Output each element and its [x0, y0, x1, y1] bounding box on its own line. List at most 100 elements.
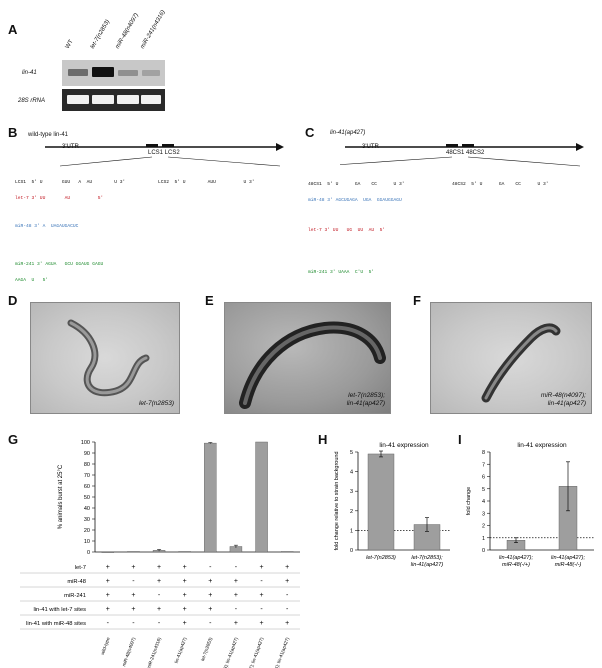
y-tick-label: 1 [482, 536, 485, 542]
panel-label-b: B [8, 125, 18, 140]
panel-label-i: I [458, 432, 462, 447]
bar-g [280, 551, 294, 553]
genotype-row-label: miR-48 [67, 579, 86, 585]
genotype-sign: - [209, 620, 212, 627]
genotype-sign: + [131, 606, 135, 613]
y-tick-label: 6 [482, 475, 485, 481]
genotype-sign: + [285, 564, 289, 571]
genotype-sign: - [235, 606, 238, 613]
genotype-sign: + [183, 620, 187, 627]
mir241-line-b: AAGA U 5' [15, 278, 49, 284]
y-tick-label-g: 40 [84, 506, 90, 512]
genotype-sign: + [285, 620, 289, 627]
genotype-sign: + [260, 592, 264, 599]
gene-label-c: lin-41(ap427) [330, 130, 366, 136]
micrograph-e: let-7(n2853); lin-41(ap427) [224, 302, 391, 414]
caption-e: let-7(n2853); lin-41(ap427) [347, 392, 385, 408]
mir241-line-c: miR-241 3' UAAA C'U 5' [308, 270, 375, 276]
y-tick-label-g: 90 [84, 451, 90, 457]
category-label: miR-48(-/+) [502, 562, 530, 568]
category-label-g: let-7(n2853) [200, 636, 213, 661]
48cs1-mir48-pair: 48CS1 5' U GA CC U 3' miR-48 3' AGCUGAGA… [308, 172, 405, 214]
genotype-sign: + [260, 564, 264, 571]
panel-label-h: H [318, 432, 328, 447]
genotype-sign: + [131, 564, 135, 571]
let7-line-c: let-7 3' UU UG UU AU 5' [308, 228, 386, 234]
y-tick-label-g: 0 [87, 550, 90, 556]
caption-f-line1: miR-48(n4097); [540, 392, 586, 399]
genotype-sign: + [157, 564, 161, 571]
utr-arrow-c [340, 143, 584, 167]
genotype-sign: + [285, 578, 289, 585]
genotype-sign: + [106, 592, 110, 599]
worm-image-e [239, 321, 386, 409]
y-tick-label: 4 [482, 499, 485, 505]
genotype-sign: - [260, 578, 263, 585]
lane-label-2: miR-48(n4097) [114, 12, 141, 50]
category-label: miR-48(-/-) [555, 562, 582, 568]
panel-label-e: E [205, 293, 214, 308]
category-label-g: miR-48(n4097) [121, 636, 136, 667]
genotype-sign: + [234, 620, 238, 627]
category-label-g: lin-41(ap427) [174, 636, 188, 664]
lcs2-line: LCS2 5' U AUU U 3' [158, 180, 255, 186]
48cs2-line: 48CS2 5' U GA CC U 3' [452, 182, 549, 188]
genotype-sign: - [158, 592, 161, 599]
genotype-sign: - [107, 620, 110, 627]
category-label: let-7(n2853) [366, 555, 396, 561]
lane-label-3: miR-241(n4316) [139, 9, 167, 50]
genotype-row-label: let-7 [75, 565, 86, 571]
48cs1-line: 48CS1 5' U GA CC U 3' [308, 182, 405, 188]
category-label-g: miR-241(n4316) [146, 636, 162, 668]
genotype-sign: + [106, 564, 110, 571]
genotype-sign: + [157, 606, 161, 613]
y-tick-label: 1 [350, 528, 353, 534]
caption-f: miR-48(n4097); lin-41(ap427) [541, 392, 586, 408]
y-tick-label-g: 10 [84, 539, 90, 545]
y-axis-label-g: % animals burst at 25°C [58, 464, 64, 529]
category-label-g: miR-48(n4097); lin-41(ap427) [239, 636, 264, 668]
genotype-sign: + [131, 592, 135, 599]
lcs1-line: LCS1 5' U GUU A AU U 3' [15, 180, 126, 186]
northern-blot-lin41 [62, 60, 165, 86]
worm-image-d [67, 319, 150, 397]
y-tick-label-g: 100 [81, 440, 90, 446]
row-label-lin41: lin-41 [22, 70, 37, 76]
lane-label-0: WT [64, 38, 75, 50]
genotype-sign: - [235, 564, 238, 571]
caption-f-line2: lin-41(ap427) [547, 400, 586, 407]
genotype-sign: - [209, 564, 212, 571]
northern-blot-28s [62, 89, 165, 111]
bar-g [178, 551, 191, 553]
genotype-sign: + [208, 592, 212, 599]
genotype-sign: - [132, 620, 135, 627]
mir48-line: miR-48 3' A UAGAUGACUC [15, 224, 79, 230]
y-tick-label: 0 [482, 548, 485, 554]
genotype-sign: + [208, 606, 212, 613]
y-axis-label: fold change [466, 487, 472, 515]
y-tick-label: 3 [350, 489, 353, 495]
genotype-row-label: lin-41 with miR-48 sites [26, 621, 86, 627]
genotype-sign: + [260, 620, 264, 627]
y-tick-label-g: 60 [84, 484, 90, 490]
genotype-row-label: lin-41 with let-7 sites [33, 607, 86, 613]
genotype-row-label: miR-241 [64, 593, 86, 599]
genotype-sign: - [286, 592, 289, 599]
micrograph-d: let-7(n2853) [30, 302, 180, 414]
gene-name-b: wild-type lin-41 [28, 132, 69, 138]
genotype-sign: + [106, 606, 110, 613]
y-tick-label: 3 [482, 511, 485, 517]
genotype-sign: - [260, 606, 263, 613]
lcs2-let7-pair: LCS2 5' U AUU U 3' [158, 170, 255, 196]
category-label: lin-41(ap427) [411, 562, 444, 568]
worm-image-f [481, 323, 561, 403]
panel-label-d: D [8, 293, 18, 308]
48cs1-mir241-pair: miR-241 3' UAAA C'U 5' [308, 260, 374, 286]
mir48-line-c: miR-48 3' AGCUGAGA UGA GGAUGGAGU [308, 198, 402, 204]
category-label: let-7(n2853); [411, 555, 443, 561]
genotype-sign: - [132, 578, 135, 585]
genotype-sign: + [234, 592, 238, 599]
y-tick-label-g: 20 [84, 528, 90, 534]
